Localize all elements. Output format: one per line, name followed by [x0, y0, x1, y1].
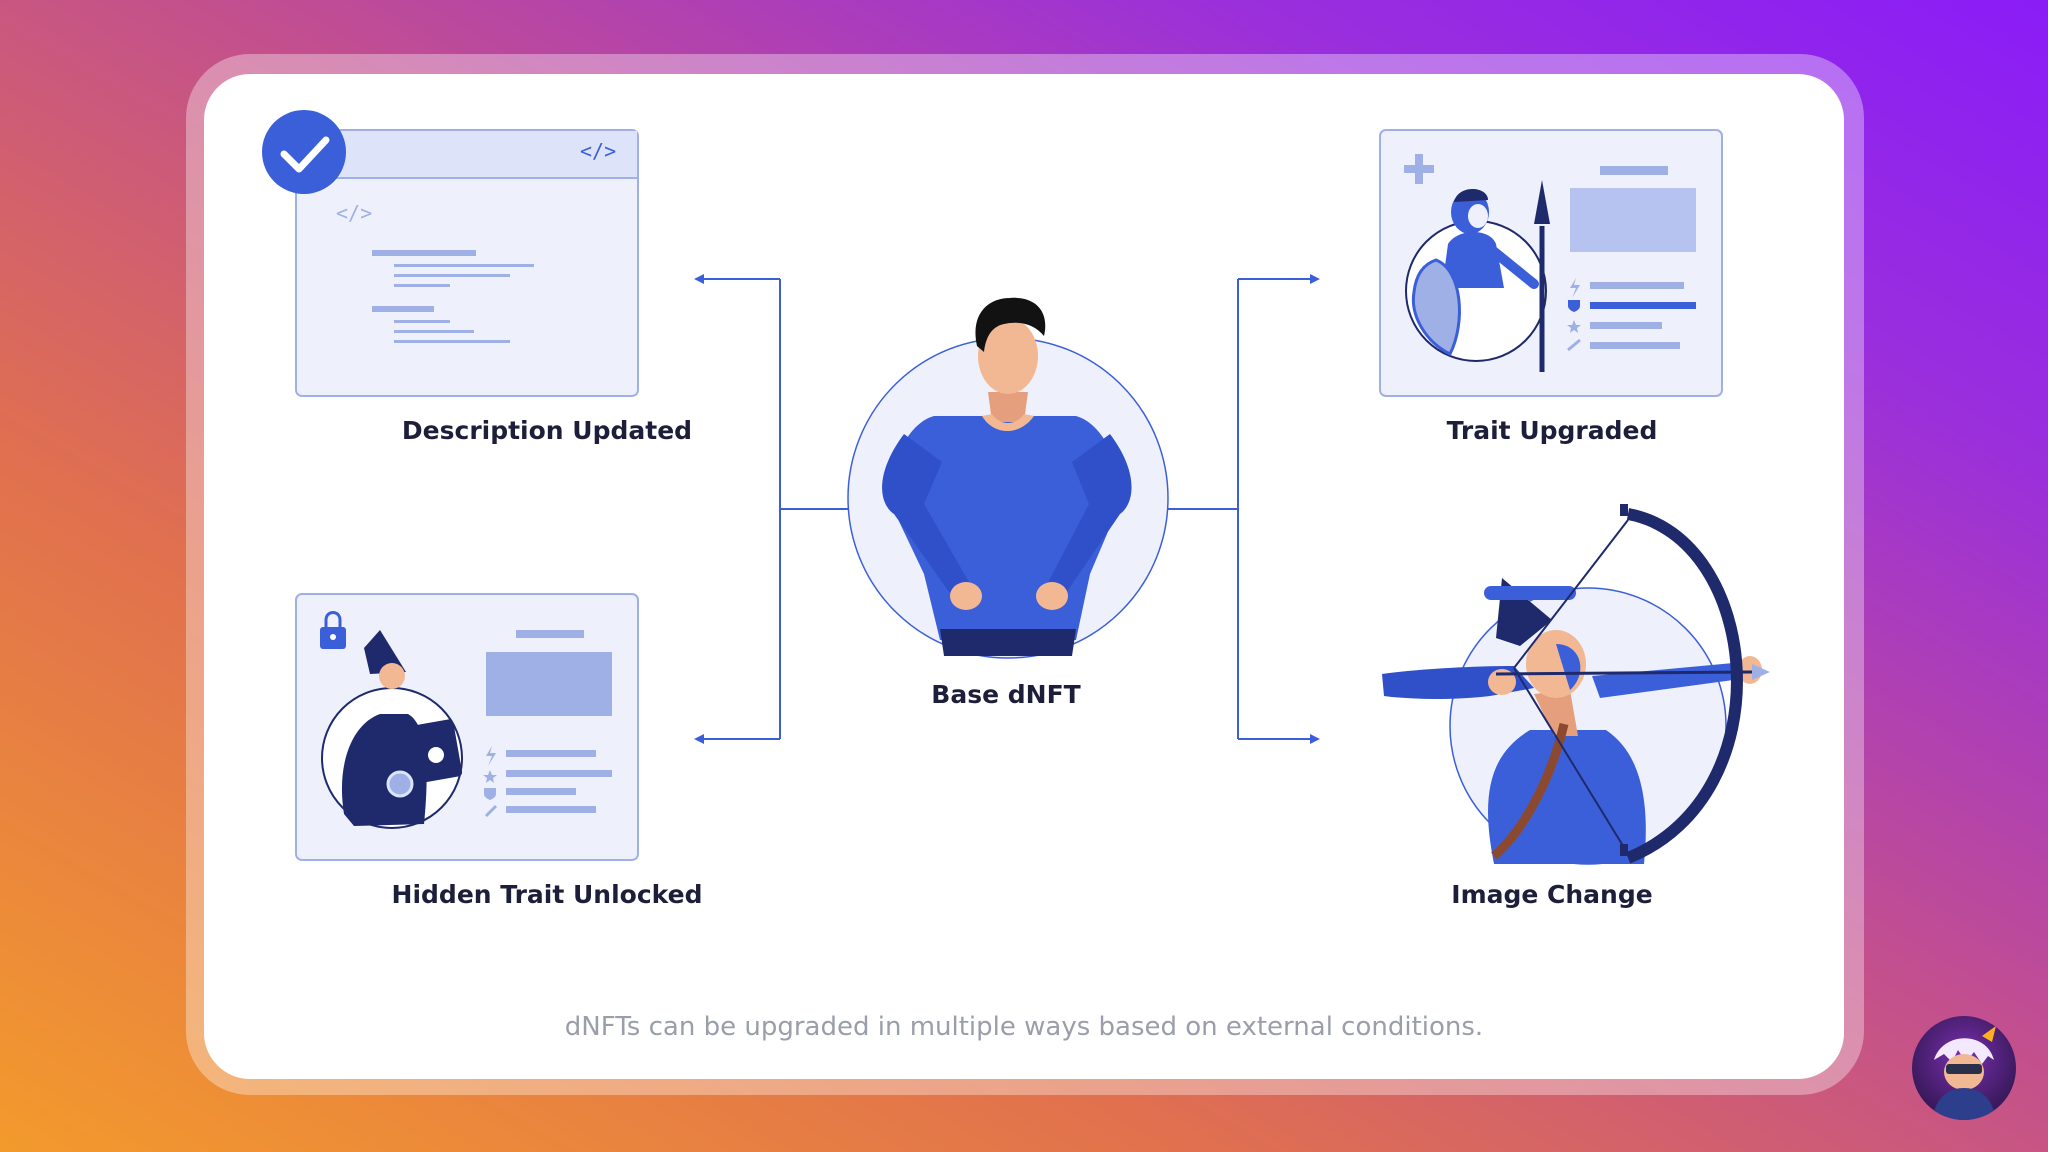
- checkmark-badge-icon: [262, 110, 346, 194]
- diagram-card: Description Updated Hidden Trait Unlocke…: [204, 74, 1844, 1079]
- connector-lines: [700, 278, 1314, 740]
- avatar-illustration: [1932, 1026, 1996, 1120]
- upgrade-stat-bars: [1570, 166, 1696, 349]
- trait-upgraded-panel: [1379, 129, 1723, 397]
- plus-icon: [1404, 154, 1434, 184]
- base-dnft-label: Base dNFT: [931, 680, 1081, 709]
- code-lines: [372, 250, 534, 343]
- hidden-trait-unlocked-label: Hidden Trait Unlocked: [391, 880, 703, 909]
- arrow-left-top: [694, 274, 704, 284]
- arrow-right-top: [1310, 274, 1320, 284]
- dnft-diagram: [262, 110, 1770, 866]
- code-bracket-icon: </>: [580, 139, 617, 163]
- upgrade-stat-icons: [1567, 278, 1581, 352]
- description-updated-panel: [262, 110, 639, 397]
- presenter-avatar: [1912, 1016, 2016, 1120]
- archer-figure: [1382, 504, 1770, 866]
- hidden-trait-unlocked-panel: [295, 593, 639, 861]
- trait-stat-bars: [486, 630, 612, 813]
- stat-icons: [483, 746, 498, 818]
- wizard-figure: [341, 630, 463, 826]
- arrowheads: [694, 274, 1320, 744]
- arrow-right-bottom: [1310, 734, 1320, 744]
- lock-icon: [320, 611, 346, 649]
- base-dnft-figure: [847, 297, 1169, 659]
- description-updated-label: Description Updated: [401, 416, 693, 445]
- code-bracket-faint-icon: </>: [336, 201, 373, 225]
- diagram-caption: dNFTs can be upgraded in multiple ways b…: [564, 1012, 1484, 1042]
- arrow-left-bottom: [694, 734, 704, 744]
- trait-upgraded-label: Trait Upgraded: [1446, 416, 1658, 445]
- knight-figure: [1411, 180, 1550, 372]
- image-change-label: Image Change: [1451, 880, 1653, 909]
